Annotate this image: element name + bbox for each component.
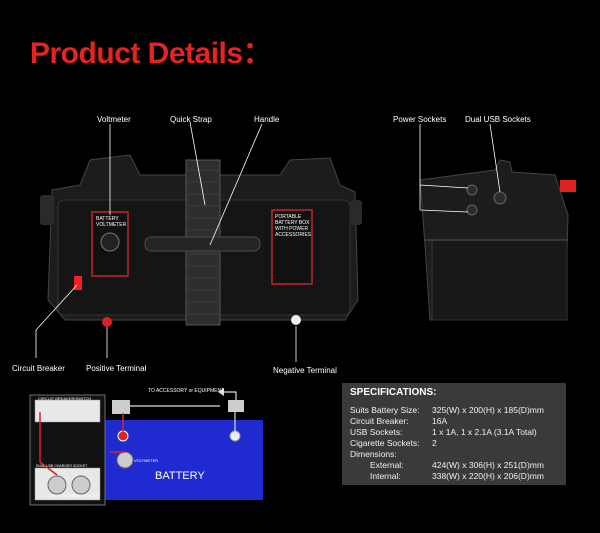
spec-key: Circuit Breaker:	[350, 416, 409, 426]
diagram-power-outlet-2: POWER OUTLET	[72, 494, 101, 498]
label-power-sockets: Power Sockets	[393, 115, 447, 124]
spec-key: Internal:	[370, 471, 401, 481]
panel-right-line1: PORTABLE	[275, 214, 302, 220]
panel-left-line2: VOLTMETER	[96, 222, 127, 228]
diagram-power-outlet-1: POWER OUTLET	[47, 494, 76, 498]
leader-lines	[35, 121, 501, 362]
specifications-heading: SPECIFICATIONS:	[350, 387, 437, 398]
label-positive-terminal: Positive Terminal	[86, 364, 147, 373]
label-negative-terminal: Negative Terminal	[273, 366, 337, 375]
spec-key: Dimensions:	[350, 449, 397, 459]
spec-value: 424(W) x 306(H) x 251(D)mm	[432, 460, 544, 470]
diagram-voltmeter: VOLTMETER	[134, 458, 159, 463]
spec-key: External:	[370, 460, 404, 470]
spec-key: Suits Battery Size:	[350, 405, 420, 415]
label-voltmeter: Voltmeter	[97, 115, 131, 124]
wiring-diagram	[29, 388, 263, 506]
battery-box-side	[419, 159, 576, 321]
diagram-usb-label: DUAL USB CHARGER SOCKET	[36, 464, 88, 468]
label-circuit-breaker: Circuit Breaker	[12, 364, 65, 373]
panel-right-text: PORTABLE BATTERY BOX WITH POWER ACCESSOR…	[275, 214, 311, 238]
specifications-panel: SPECIFICATIONS: Suits Battery Size: 325(…	[342, 383, 566, 485]
panel-left-text: BATTERY VOLTMETER	[96, 216, 126, 228]
spec-key: Cigarette Sockets:	[350, 438, 420, 448]
diagram-battery-label: BATTERY	[155, 470, 205, 482]
spec-value: 16A	[432, 416, 448, 426]
diagram-circuit-breaker-label: CIRCUIT BREAKER/SWITCH	[38, 396, 92, 401]
diagram-to-accessory: TO ACCESSORY or EQUIPMENT	[148, 388, 225, 394]
spec-value: 2	[432, 438, 437, 448]
spec-key: USB Sockets:	[350, 427, 403, 437]
page-title: Product Details：	[30, 37, 273, 70]
label-quick-strap: Quick Strap	[170, 115, 212, 124]
label-dual-usb: Dual USB Sockets	[465, 115, 531, 124]
spec-value: 338(W) x 220(H) x 206(D)mm	[432, 471, 544, 481]
panel-right-line3: WITH POWER	[275, 226, 309, 232]
battery-box-front	[40, 154, 362, 327]
panel-right-line2: BATTERY BOX	[275, 220, 310, 226]
spec-value: 325(W) x 200(H) x 185(D)mm	[432, 405, 544, 415]
spec-value: 1 x 1A, 1 x 2.1A (3.1A Total)	[432, 427, 537, 437]
panel-right-line4: ACCESSORIES	[275, 232, 312, 238]
label-handle: Handle	[254, 115, 280, 124]
panel-left-line1: BATTERY	[96, 216, 119, 222]
